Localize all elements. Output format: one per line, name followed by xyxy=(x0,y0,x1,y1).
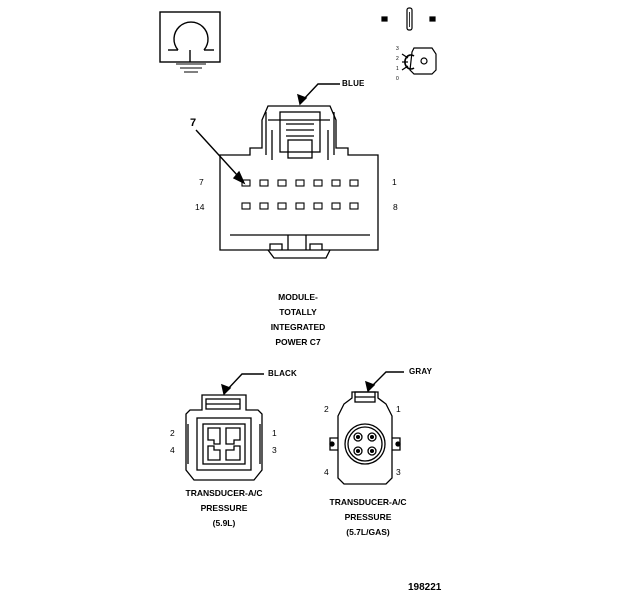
module-pin-cavity xyxy=(349,179,359,187)
module-pin-cavity xyxy=(331,202,341,210)
transducer-59-caption: TRANSDUCER-A/C PRESSURE (5.9L) xyxy=(174,486,274,531)
transducer-57-caption-line-3: (5.7L/GAS) xyxy=(346,527,390,537)
svg-text:3: 3 xyxy=(396,46,399,52)
module-pin-cavity xyxy=(295,202,305,210)
transducer-57-caption-line-1: TRANSDUCER-A/C xyxy=(329,497,407,507)
transducer-59-caption-line-3: (5.9L) xyxy=(212,518,236,528)
module-pin-cavity xyxy=(313,179,323,187)
transducer-57-caption-line-2: PRESSURE xyxy=(344,512,392,522)
module-caption-line-2: TOTALLY xyxy=(279,307,317,317)
svg-text:1: 1 xyxy=(396,66,399,72)
module-pin-label-top-right: 1 xyxy=(392,177,397,187)
transducer-57-pin-4-label: 4 xyxy=(324,467,329,477)
module-pin-label-bottom-right: 8 xyxy=(393,202,398,212)
module-connector-body xyxy=(219,105,379,259)
pin-7-callout-leader xyxy=(195,129,246,185)
module-pin-cavities xyxy=(241,179,359,210)
black-wire-label: BLACK xyxy=(268,369,297,378)
transducer-59-pin-1-label: 1 xyxy=(272,428,277,438)
module-caption: MODULE- TOTALLY INTEGRATED POWER C7 xyxy=(248,290,348,350)
gray-wire-leader xyxy=(365,371,404,393)
gray-wire-label: GRAY xyxy=(409,367,433,376)
pin-7-callout-number: 7 xyxy=(190,117,197,129)
black-wire-leader xyxy=(221,373,264,396)
blue-wire-label: BLUE xyxy=(342,79,365,88)
transducer-57-caption: TRANSDUCER-A/C PRESSURE (5.7L/GAS) xyxy=(318,495,418,540)
transducer-59-pin-3-label: 3 xyxy=(272,445,277,455)
transducer-59-body xyxy=(185,394,263,481)
module-pin-cavity xyxy=(295,179,305,187)
svg-text:0: 0 xyxy=(396,76,399,82)
transducer-59-caption-line-1: TRANSDUCER-A/C xyxy=(185,488,263,498)
terminal-detail-icon: 3 2 1 0 xyxy=(381,7,437,82)
module-pin-cavity xyxy=(259,179,269,187)
transducer-59-pin-4-label: 4 xyxy=(170,445,175,455)
module-pin-cavity xyxy=(277,202,287,210)
module-caption-line-4: POWER C7 xyxy=(275,337,321,347)
module-caption-line-1: MODULE- xyxy=(278,292,318,302)
ground-symbol-icon xyxy=(159,11,221,73)
module-caption-line-3: INTEGRATED xyxy=(270,322,326,332)
module-pin-cavity xyxy=(241,202,251,210)
module-pin-cavity xyxy=(277,179,287,187)
figure-number: 198221 xyxy=(408,582,442,593)
module-pin-label-top-left: 7 xyxy=(199,177,204,187)
module-pin-cavity xyxy=(331,179,341,187)
transducer-57-pin-3-label: 3 xyxy=(396,467,401,477)
module-pin-cavity xyxy=(259,202,269,210)
transducer-59-pin-2-label: 2 xyxy=(170,428,175,438)
transducer-57-pin-2-label: 2 xyxy=(324,404,329,414)
module-pin-cavity xyxy=(313,202,323,210)
transducer-57-pin-1-label: 1 xyxy=(396,404,401,414)
module-pin-cavity xyxy=(241,179,251,187)
blue-wire-leader xyxy=(297,83,340,106)
module-pin-label-bottom-left: 14 xyxy=(195,202,205,212)
transducer-59-caption-line-2: PRESSURE xyxy=(200,503,248,513)
module-pin-cavity xyxy=(349,202,359,210)
transducer-57-body xyxy=(329,391,401,485)
svg-text:2: 2 xyxy=(396,56,399,62)
